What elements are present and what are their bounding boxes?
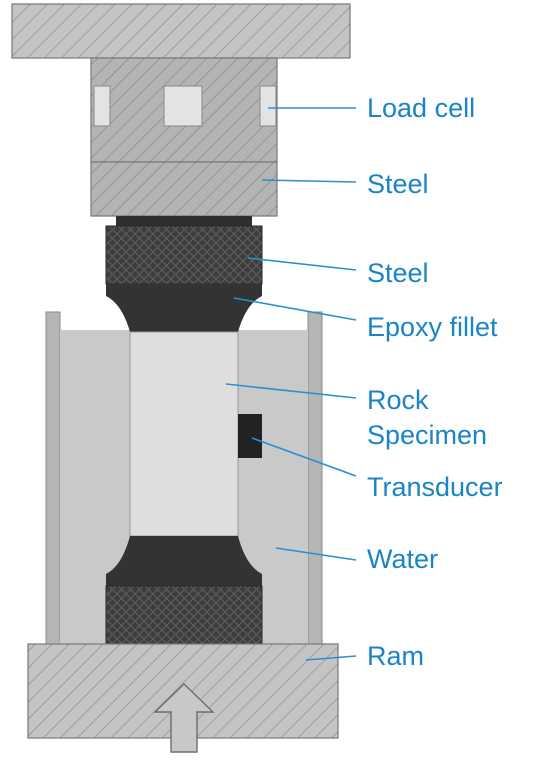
- label-rock: Rock: [367, 385, 429, 415]
- leader-steel-cap: [247, 257, 357, 271]
- top-steel-plate: [11, 3, 351, 59]
- label-ram: Ram: [367, 641, 424, 671]
- label-steel-upper: Steel: [367, 169, 429, 199]
- leader-epoxy-fillet: [233, 297, 357, 321]
- label-steel-cap: Steel: [367, 258, 429, 288]
- load-cell-gauge-right: [259, 85, 277, 127]
- rock-specimen: [129, 331, 239, 537]
- upper-cap-top-edge: [116, 216, 252, 226]
- lower-epoxy-fillet: [106, 536, 262, 586]
- transducer-block: [238, 414, 262, 458]
- vessel-wall-left: [45, 311, 61, 645]
- lower-steel-cap: [105, 585, 263, 645]
- vessel-wall-right: [307, 311, 323, 645]
- upper-epoxy-fillet: [106, 284, 262, 332]
- upper-steel-block: [90, 161, 278, 217]
- label-transducer: Transducer: [367, 472, 503, 502]
- load-cell-gauge-left: [93, 85, 111, 127]
- leader-transducer: [251, 437, 357, 477]
- leader-steel-upper: [261, 179, 357, 183]
- label-water: Water: [367, 544, 438, 574]
- leader-rock-specimen: [225, 383, 357, 399]
- load-cell-gauge-center: [163, 85, 203, 127]
- label-epoxy-fillet: Epoxy fillet: [367, 312, 498, 342]
- leader-ram: [305, 655, 357, 661]
- up-arrow-icon: [153, 683, 215, 753]
- label-load-cell: Load cell: [367, 93, 475, 123]
- leader-water: [275, 547, 357, 561]
- upper-steel-cap: [105, 225, 263, 285]
- label-specimen: Specimen: [367, 420, 487, 450]
